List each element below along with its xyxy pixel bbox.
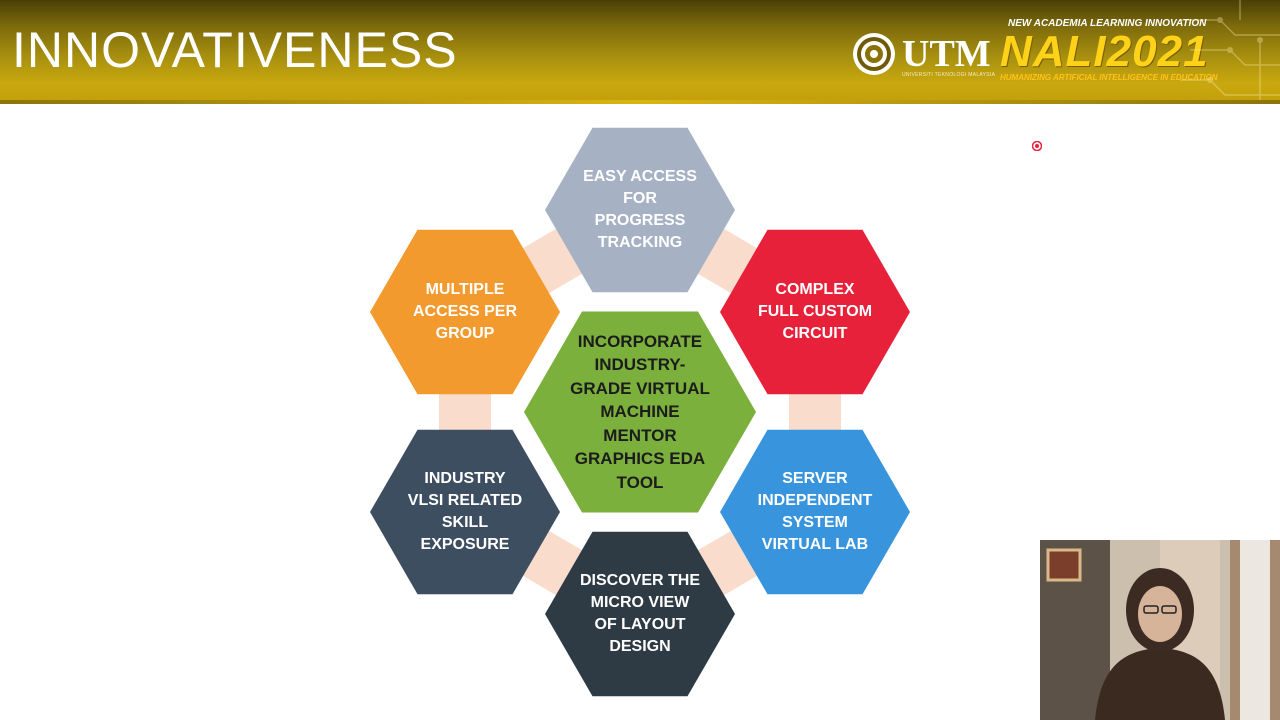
slide-title: INNOVATIVENESS <box>12 18 458 82</box>
hexagon-label-complex-circuit: COMPLEX FULL CUSTOM CIRCUIT <box>747 230 884 395</box>
hexagon-diagram: EASY ACCESS FOR PROGRESS TRACKING COMPLE… <box>360 120 920 705</box>
utm-wordmark: UTM <box>902 34 991 74</box>
webcam-video-overlay <box>1040 540 1280 720</box>
hexagon-label-center: INCORPORATE INDUSTRY- GRADE VIRTUAL MACH… <box>556 312 723 513</box>
hexagon-label-easy-access: EASY ACCESS FOR PROGRESS TRACKING <box>572 128 709 293</box>
hexagon-label-server-independent: SERVER INDEPENDENT SYSTEM VIRTUAL LAB <box>747 430 884 595</box>
presenter-video-icon <box>1040 540 1280 720</box>
utm-seal-icon <box>852 32 896 76</box>
utm-subtitle: UNIVERSITI TEKNOLOGI MALAYSIA <box>902 72 995 78</box>
slide-header: INNOVATIVENESS UTM UNIVERSITI TEKNOLOGI … <box>0 0 1280 104</box>
circuit-pattern-icon <box>1180 0 1280 104</box>
hexagon-label-industry-vlsi: INDUSTRY VLSI RELATED SKILL EXPOSURE <box>397 430 534 595</box>
hexagon-label-discover-micro-view: DISCOVER THE MICRO VIEW OF LAYOUT DESIGN <box>572 532 709 697</box>
event-name: NALI2021 <box>1000 29 1209 75</box>
laser-pointer-icon <box>1032 141 1042 151</box>
hexagon-label-multiple-access: MULTIPLE ACCESS PER GROUP <box>397 230 534 395</box>
